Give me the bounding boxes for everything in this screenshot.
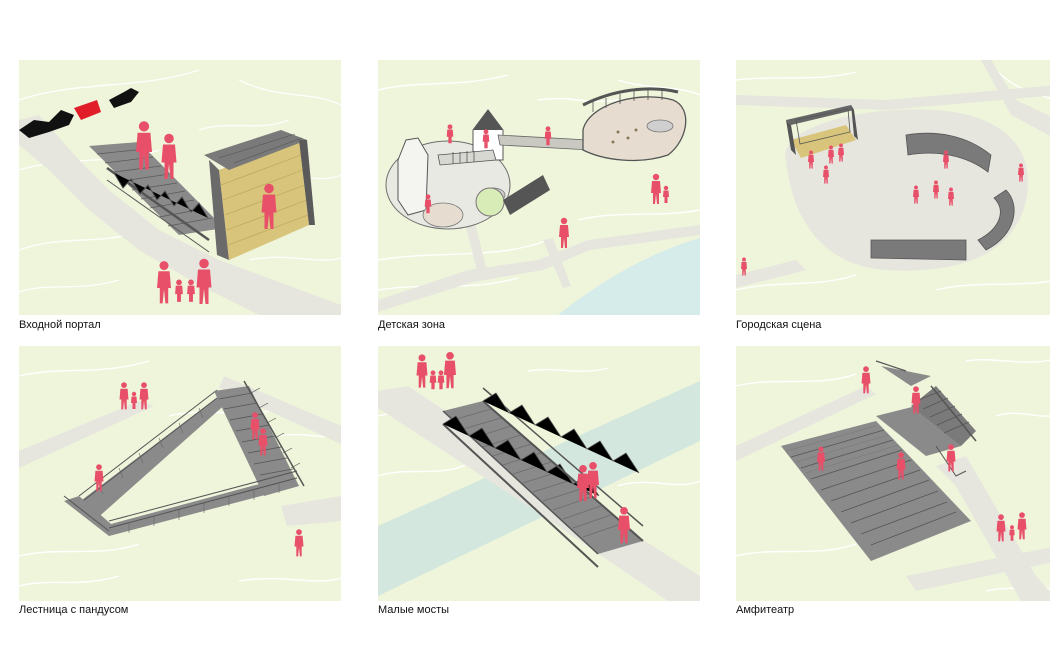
caption-childrens-zone: Детская зона (378, 319, 446, 331)
entrance-portal-illustration (19, 60, 341, 315)
amphitheatre-illustration (736, 346, 1050, 601)
caption-entrance-portal: Входной портал (19, 319, 101, 331)
caption-small-bridges: Малые мосты (378, 604, 450, 616)
stairs-with-ramp-illustration (19, 346, 341, 601)
small-bridges-illustration (378, 346, 700, 601)
childrens-zone-illustration (378, 60, 700, 315)
caption-stairs-with-ramp: Лестница с пандусом (19, 604, 129, 616)
city-stage-illustration (736, 60, 1050, 315)
caption-city-stage: Городская сцена (736, 319, 822, 331)
caption-amphitheatre: Амфитеатр (736, 604, 795, 616)
